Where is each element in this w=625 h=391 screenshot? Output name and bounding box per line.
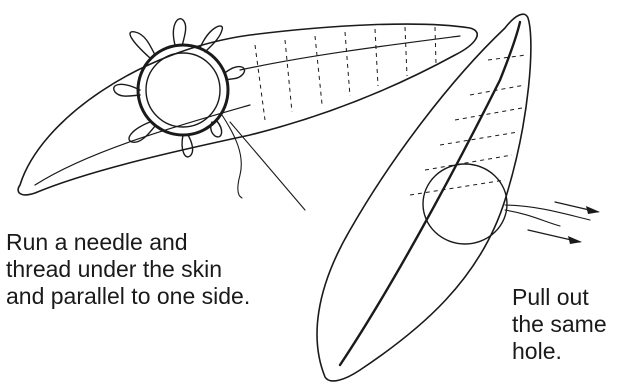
left-loop-top-right (200, 26, 222, 52)
caption-right-line-1: Pull out (512, 284, 607, 311)
left-dashed-stitch-3 (315, 36, 322, 104)
left-thread (222, 115, 242, 198)
right-dashed-stitch-2 (455, 108, 522, 120)
left-loop-bottom (182, 135, 193, 157)
right-thread-lower (505, 210, 560, 226)
left-dashed-stitch-2 (285, 40, 292, 112)
left-dashed-stitch-6 (405, 27, 407, 76)
arrow-lower-head (568, 236, 582, 244)
caption-right-line-3: hole. (512, 338, 607, 365)
left-dashed-stitch-1 (255, 45, 265, 120)
caption-left-line-1: Run a needle and (6, 229, 250, 256)
left-dashed-stitch-5 (375, 29, 378, 86)
left-loop-top (173, 19, 185, 46)
right-dashed-stitch-3 (440, 132, 518, 145)
caption-right: Pull out the same hole. (512, 284, 607, 365)
caption-left-line-2: thread under the skin (6, 256, 250, 283)
right-dashed-stitch-4 (425, 155, 512, 170)
left-casing-drawing (18, 19, 477, 210)
left-loop-left (114, 84, 140, 96)
left-casing-outline (18, 24, 477, 195)
left-dashed-stitch-4 (345, 32, 350, 96)
left-loop-right (226, 67, 244, 80)
right-casing-seam (340, 22, 520, 365)
caption-left: Run a needle and thread under the skin a… (6, 229, 250, 310)
left-ring-outer (138, 45, 228, 135)
caption-right-line-2: the same (512, 311, 607, 338)
left-loop-bottom-left (129, 122, 155, 142)
left-loop-top-left (130, 32, 155, 58)
left-ring-inner (146, 53, 220, 127)
left-dashed-stitch-7 (435, 27, 436, 64)
caption-left-line-3: and parallel to one side. (6, 283, 250, 310)
arrow-upper-head (586, 206, 600, 214)
left-casing-seam (240, 36, 460, 70)
